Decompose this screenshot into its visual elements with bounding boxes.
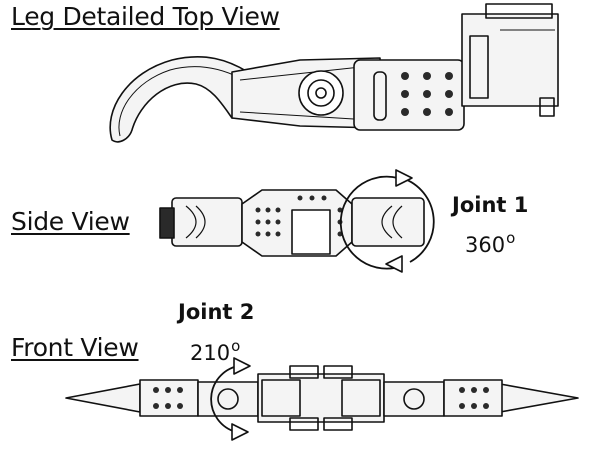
joint-2-rotation-arc: [210, 365, 239, 433]
joint-1-angle: 360o: [465, 229, 515, 257]
front-view-right-servo: [383, 381, 445, 417]
joint-2-arrowhead-bottom: [231, 423, 249, 441]
front-view-left-bracket: [139, 379, 199, 417]
side-view-left-horn: [185, 205, 206, 239]
top-view-hook: [109, 55, 263, 143]
joint-1-title: Joint 1: [452, 193, 529, 217]
top-view-hook-inner: [118, 66, 241, 137]
top-view-holes: [401, 72, 453, 116]
side-view-holes: [255, 195, 343, 237]
side-view-right-servo: [351, 197, 425, 247]
top-view-servo-horn-hub: [315, 87, 327, 99]
joint-2-angle: 210o: [190, 337, 240, 365]
front-view-left-holes: [153, 387, 183, 409]
side-view-right-horn: [381, 205, 403, 239]
front-view-right-bracket: [443, 379, 503, 417]
front-view-center-right-block: [341, 379, 381, 417]
top-view-drawing: [109, 3, 559, 143]
top-view-slot: [373, 71, 387, 121]
joint-2-angle-unit: o: [231, 337, 241, 355]
joint-1-rotation-arc: [339, 175, 403, 270]
top-view-servo-tab: [469, 35, 489, 99]
heading-top-view: Leg Detailed Top View: [11, 2, 280, 31]
front-view-center-bottom: [323, 417, 353, 431]
joint-1-angle-value: 360: [465, 233, 506, 257]
front-view-center-hub: [257, 373, 385, 423]
heading-side-view: Side View: [11, 207, 130, 236]
side-view-left-servo: [171, 197, 243, 247]
front-view-center-top: [323, 365, 353, 379]
top-view-servo-foot: [539, 97, 555, 117]
top-view-servo-cap: [485, 3, 553, 19]
top-view-servo-horn-ring: [307, 79, 335, 107]
joint-2-angle-value: 210: [190, 341, 231, 365]
top-view-servo: [461, 13, 559, 107]
front-view-drawing: [65, 357, 579, 441]
top-view-arm-edge: [239, 65, 371, 81]
top-view-servo-horn: [298, 70, 344, 116]
joint-1-angle-unit: o: [506, 229, 516, 247]
top-view-arm-edge: [239, 111, 371, 121]
joint-1-arrowhead-bottom: [385, 255, 403, 273]
front-view-left-horn: [217, 388, 239, 410]
front-view-right-holes: [459, 387, 489, 409]
front-view-left-tip: [65, 383, 141, 413]
front-view-left-servo: [197, 381, 259, 417]
side-view-center-window: [291, 209, 331, 255]
front-view-center-left-block: [261, 379, 301, 417]
heading-front-view: Front View: [11, 333, 139, 362]
side-view-left-servo-end: [159, 207, 175, 239]
joint-1-arrowhead-top: [395, 169, 413, 187]
joint-2-title: Joint 2: [178, 300, 255, 324]
side-view-drawing: [159, 169, 435, 273]
front-view-right-tip: [499, 383, 579, 413]
front-view-center-top: [289, 365, 319, 379]
joint-2-arrowhead-top: [233, 357, 251, 375]
front-view-right-horn: [403, 388, 425, 410]
front-view-center-bottom: [289, 417, 319, 431]
joint-1-rotation-arc-back: [401, 177, 435, 263]
